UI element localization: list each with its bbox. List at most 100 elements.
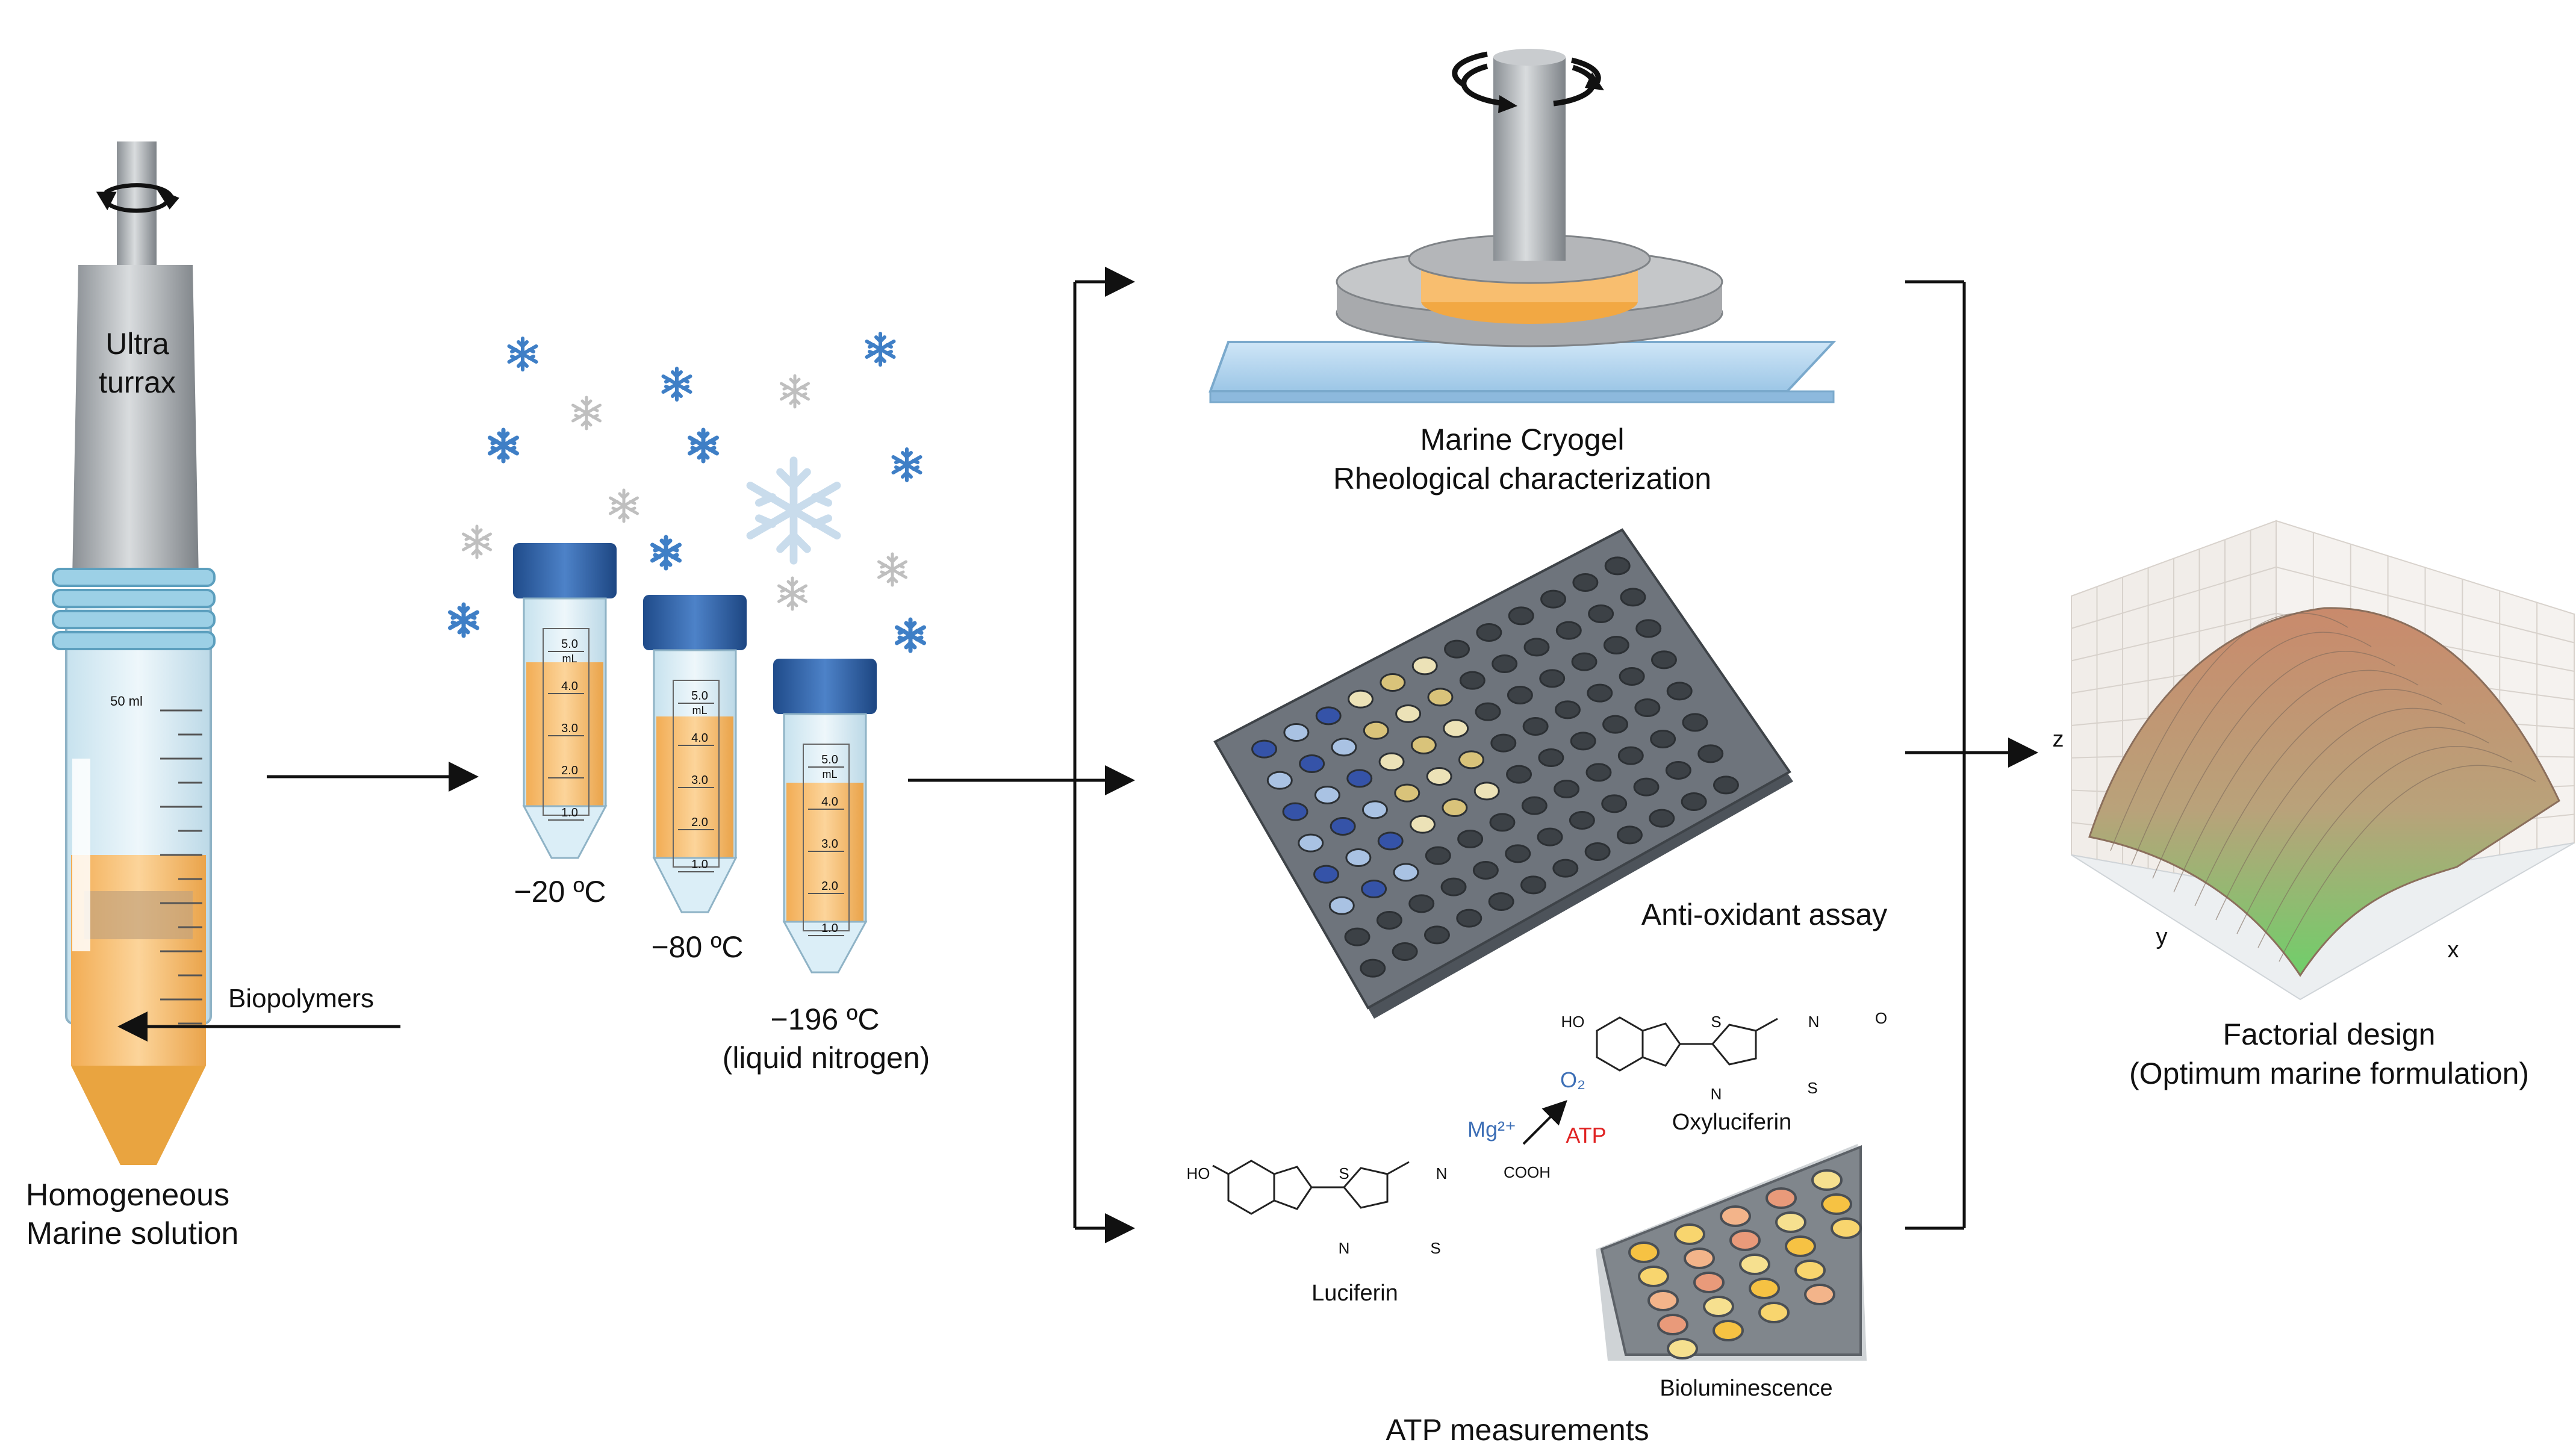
luminescent-well — [1667, 1338, 1698, 1359]
plate-well — [1584, 842, 1611, 861]
freezing-tube-1 — [513, 543, 617, 859]
rheology-title-line1: Marine Cryogel — [1420, 423, 1624, 456]
luciferin-structure — [1212, 1160, 1410, 1215]
luminescent-well — [1811, 1169, 1843, 1191]
plate-well — [1251, 739, 1278, 759]
surface-axis-x: x — [2448, 937, 2459, 963]
surface-axis-z: z — [2053, 727, 2064, 752]
luminescent-well — [1720, 1205, 1751, 1227]
snowflake-icon — [897, 620, 924, 651]
bioluminescence-label: Bioluminescence — [1660, 1376, 1832, 1401]
tube-scale-unit: 50 ml — [110, 694, 143, 709]
luminescent-well — [1657, 1314, 1688, 1335]
plate-well — [1393, 863, 1419, 882]
oxyluciferin-n-atom-2: N — [1808, 1013, 1820, 1031]
temp-label-minus20: −20 ºC — [514, 875, 606, 909]
homogeneous-label-line2: Marine solution — [26, 1216, 239, 1251]
rheology-title-line2: Rheological characterization — [1333, 462, 1711, 496]
plate-well — [1298, 833, 1324, 853]
luciferin-cooh: COOH — [1504, 1163, 1551, 1181]
plate-well — [1588, 604, 1614, 623]
plate-well — [1282, 802, 1308, 821]
tube-scale-unit: mL — [692, 704, 707, 716]
tube-scale-label: 4.0 — [561, 680, 578, 693]
solution-fill — [786, 783, 863, 922]
plate-well — [1554, 780, 1580, 798]
plate-well — [1602, 715, 1629, 734]
luciferin-ho: HO — [1187, 1164, 1210, 1182]
plate-well — [1443, 719, 1469, 738]
plate-well — [1697, 744, 1724, 763]
homogenizer: 50 ml Ultra turrax Biopolymers Homogeneo… — [26, 141, 400, 1251]
plate-well — [1570, 732, 1596, 751]
luciferin-n-atom-2: N — [1436, 1164, 1448, 1182]
analyses-bracket-left — [1073, 267, 1135, 1243]
plate-well — [1506, 765, 1532, 784]
luminescent-well — [1785, 1235, 1816, 1257]
tube-scale-label: 4.0 — [821, 795, 838, 809]
plate-well — [1266, 771, 1293, 790]
plate-well — [1315, 706, 1342, 725]
plate-well — [1440, 877, 1467, 896]
plate-wells — [1251, 556, 1739, 978]
luciferin-s-atom: S — [1339, 1164, 1349, 1182]
luminescent-well — [1739, 1254, 1770, 1275]
tube-scale-unit: mL — [822, 768, 837, 780]
luminescent-well — [1684, 1247, 1715, 1269]
plate-well — [1442, 798, 1468, 817]
plate-well — [1537, 827, 1563, 847]
luminescent-well — [1638, 1266, 1669, 1287]
plate-well — [1601, 794, 1628, 813]
plate-well — [1635, 619, 1662, 638]
bioluminescence-plate — [1596, 1144, 1867, 1361]
atp-panel: HO S N N S COOH Luciferin Mg²⁺ O₂ ATP HO… — [1187, 1009, 1888, 1447]
oxyluciferin-s-atom-2: S — [1807, 1079, 1817, 1097]
temp-sublabel-nitrogen: (liquid nitrogen) — [723, 1041, 930, 1075]
luminescent-well — [1775, 1211, 1806, 1233]
plate-well — [1634, 698, 1661, 717]
plate-well — [1392, 942, 1418, 961]
plate-well — [1472, 861, 1499, 880]
tube-threads — [52, 568, 216, 650]
tube-cap — [773, 659, 877, 714]
tube-scale-label: 3.0 — [821, 837, 838, 851]
solution-fill — [526, 662, 603, 806]
snowflake-icon — [867, 334, 894, 365]
plate-well — [1617, 746, 1644, 765]
plate-well — [1283, 723, 1310, 742]
plate-well — [1348, 689, 1374, 709]
luciferin-s-atom-2: S — [1430, 1239, 1440, 1257]
plate-well — [1394, 783, 1420, 803]
tube-scale-label: 4.0 — [691, 732, 708, 745]
plate-well — [1523, 638, 1550, 657]
tube-scale-label: 5.0 — [561, 638, 578, 651]
tube-cap — [643, 595, 747, 650]
plate-well — [1330, 817, 1356, 836]
tube-scale-label: 3.0 — [561, 722, 578, 735]
oxyluciferin-label: Oxyluciferin — [1672, 1110, 1792, 1135]
snowflake-icon — [894, 449, 921, 480]
luminescent-well — [1794, 1260, 1826, 1281]
rotation-arrow-icon — [96, 183, 179, 213]
luciferin-n-atom: N — [1339, 1239, 1350, 1257]
plate-well — [1540, 589, 1567, 609]
plate-well — [1427, 688, 1454, 707]
homogeneous-label-line1: Homogeneous — [26, 1178, 229, 1213]
plate-well — [1459, 671, 1486, 690]
tube-label-strip — [72, 759, 90, 951]
luminescent-well — [1647, 1290, 1679, 1311]
plate-well — [1619, 667, 1645, 686]
plate-well — [1345, 848, 1372, 867]
homogenizer-name-line1: Ultra — [105, 327, 169, 361]
well-plate-icon — [1213, 528, 1793, 1019]
plate-well — [1587, 683, 1613, 703]
plate-well — [1360, 958, 1386, 978]
luminescent-well — [1729, 1229, 1761, 1251]
luminescent-well — [1821, 1193, 1852, 1215]
plate-well — [1538, 748, 1564, 767]
plate-well — [1713, 775, 1739, 795]
luminescent-well — [1693, 1272, 1725, 1293]
oxyluciferin-s-atom: S — [1711, 1013, 1721, 1031]
snowflake-icon — [653, 537, 680, 568]
